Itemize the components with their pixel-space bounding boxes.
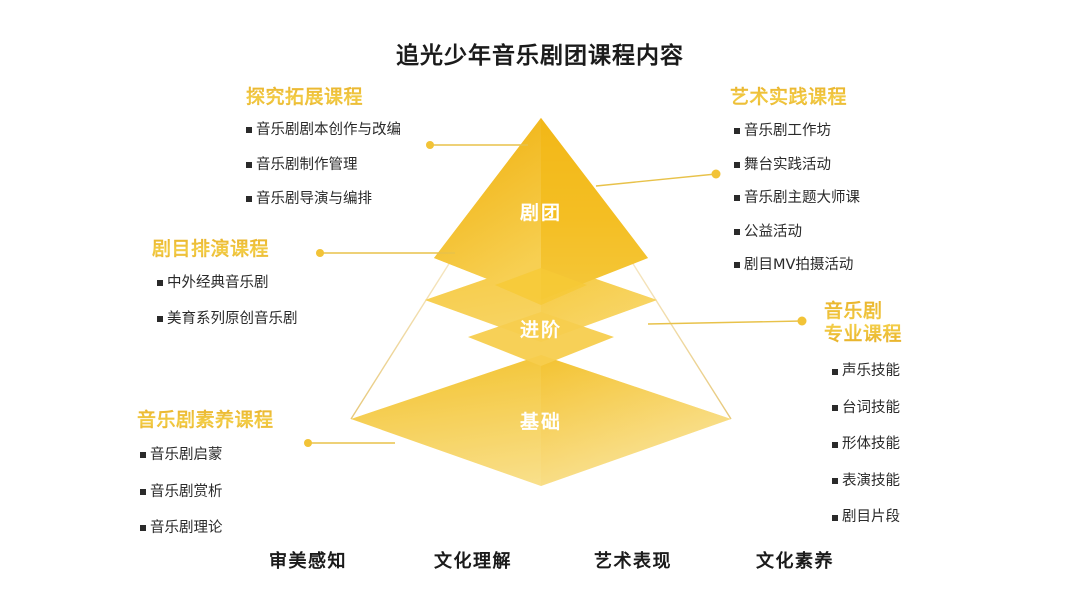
- course-heading-literacy: 音乐剧素养课程: [137, 409, 274, 431]
- axis-label-artistic-expression: 艺术表现: [594, 551, 672, 572]
- course-block-literacy: 音乐剧素养课程 音乐剧启蒙 音乐剧赏析 音乐剧理论: [137, 409, 274, 558]
- list-item: 声乐技能: [832, 364, 902, 379]
- axis-label-aesthetic-perception: 审美感知: [269, 551, 347, 572]
- course-items-practice: 音乐剧工作坊 舞台实践活动 音乐剧主题大师课 公益活动 剧目MV拍摄活动: [734, 124, 860, 273]
- square-bullet-icon: [734, 228, 740, 235]
- axis-label-cultural-literacy: 文化素养: [756, 551, 834, 572]
- square-bullet-icon: [832, 441, 838, 448]
- square-bullet-icon: [734, 262, 740, 269]
- course-heading-rehearsal: 剧目排演课程: [152, 238, 298, 261]
- course-heading-professional: 音乐剧 专业课程: [824, 300, 903, 346]
- list-item: 音乐剧导演与编排: [246, 192, 401, 207]
- list-item: 美育系列原创音乐剧: [157, 312, 298, 327]
- list-item: 音乐剧主题大师课: [734, 191, 860, 206]
- list-item: 公益活动: [734, 225, 860, 240]
- course-block-practice: 艺术实践课程 音乐剧工作坊 舞台实践活动 音乐剧主题大师课 公益活动 剧目MV拍…: [730, 86, 860, 292]
- connector-rehearsal: [316, 249, 455, 257]
- list-item: 形体技能: [832, 437, 902, 452]
- square-bullet-icon: [140, 488, 146, 495]
- square-bullet-icon: [246, 196, 252, 203]
- course-block-professional: 音乐剧 专业课程 声乐技能 台词技能 形体技能 表演技能 剧目片段: [824, 300, 902, 547]
- square-bullet-icon: [140, 525, 146, 532]
- square-bullet-icon: [734, 161, 740, 168]
- course-items-literacy: 音乐剧启蒙 音乐剧赏析 音乐剧理论: [140, 448, 274, 536]
- course-heading-practice: 艺术实践课程: [730, 86, 860, 109]
- pyramid-outline: [350, 117, 732, 420]
- list-item: 音乐剧赏析: [140, 485, 274, 500]
- square-bullet-icon: [734, 195, 740, 202]
- square-bullet-icon: [246, 127, 252, 134]
- course-heading-explore: 探究拓展课程: [246, 86, 401, 109]
- connector-literacy: [304, 439, 395, 447]
- list-item: 音乐剧理论: [140, 521, 274, 536]
- course-items-rehearsal: 中外经典音乐剧 美育系列原创音乐剧: [157, 276, 298, 326]
- course-block-rehearsal: 剧目排演课程 中外经典音乐剧 美育系列原创音乐剧: [152, 238, 298, 347]
- course-items-professional: 声乐技能 台词技能 形体技能 表演技能 剧目片段: [832, 364, 902, 525]
- square-bullet-icon: [832, 405, 838, 412]
- connector-pro: [647, 316, 807, 326]
- list-item: 音乐剧剧本创作与改编: [246, 123, 401, 138]
- square-bullet-icon: [832, 368, 838, 375]
- list-item: 中外经典音乐剧: [157, 276, 298, 291]
- list-item: 剧目片段: [832, 510, 902, 525]
- connector-practice: [595, 169, 721, 187]
- square-bullet-icon: [832, 514, 838, 521]
- pyramid-layer-mid: [425, 260, 657, 366]
- list-item: 音乐剧工作坊: [734, 124, 860, 139]
- connector-explore: [426, 141, 528, 149]
- pyramid-label-mid: 进阶: [519, 319, 562, 341]
- square-bullet-icon: [246, 161, 252, 168]
- square-bullet-icon: [157, 315, 163, 322]
- pyramid-label-base: 基础: [519, 411, 562, 433]
- list-item: 表演技能: [832, 474, 902, 489]
- course-items-explore: 音乐剧剧本创作与改编 音乐剧制作管理 音乐剧导演与编排: [246, 123, 401, 207]
- square-bullet-icon: [140, 452, 146, 459]
- list-item: 台词技能: [832, 401, 902, 416]
- pyramid-label-top: 剧团: [519, 202, 562, 224]
- page-title: 追光少年音乐剧团课程内容: [396, 43, 684, 69]
- square-bullet-icon: [157, 280, 163, 287]
- list-item: 剧目MV拍摄活动: [734, 258, 860, 273]
- list-item: 音乐剧启蒙: [140, 448, 274, 463]
- list-item: 音乐剧制作管理: [246, 158, 401, 173]
- list-item: 舞台实践活动: [734, 158, 860, 173]
- square-bullet-icon: [734, 128, 740, 135]
- axis-label-cultural-understanding: 文化理解: [434, 551, 512, 572]
- square-bullet-icon: [832, 478, 838, 485]
- course-block-explore: 探究拓展课程 音乐剧剧本创作与改编 音乐剧制作管理 音乐剧导演与编排: [246, 86, 401, 227]
